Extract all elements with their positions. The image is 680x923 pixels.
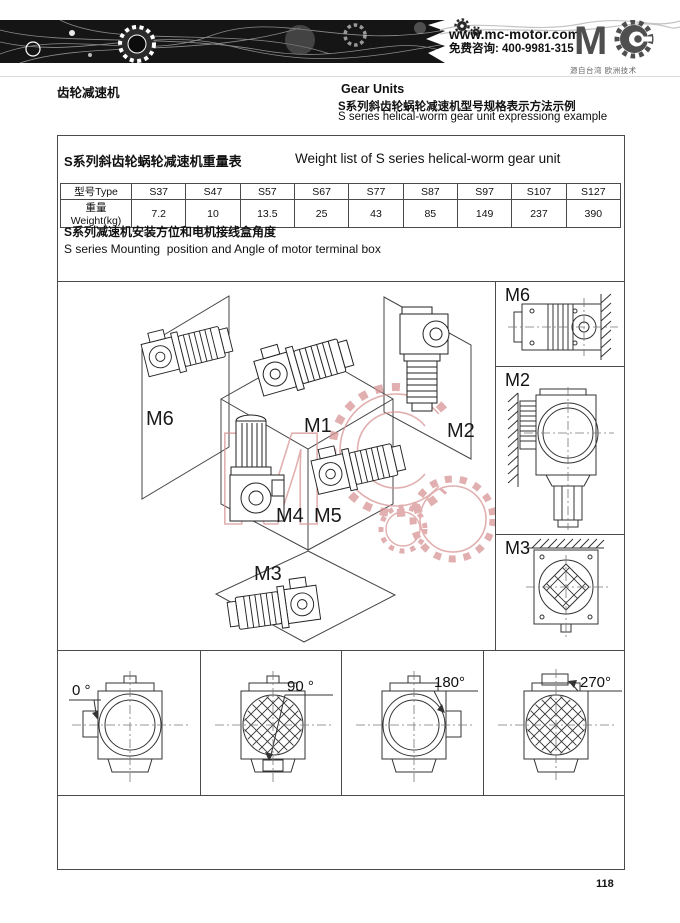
weight-cell: 10 (185, 199, 241, 228)
weight-cell: 25 (293, 199, 350, 228)
angle-label-180: 180° (434, 674, 465, 691)
logo-gear-c-icon (614, 19, 654, 59)
weight-table-title-en: Weight list of S series helical-worm gea… (295, 151, 561, 166)
side-label-m2: M2 (505, 370, 531, 390)
page-subject-en: S series helical-worm gear unit expressi… (338, 111, 608, 123)
angle-270-drawing: 270° (497, 669, 622, 783)
table-row-weights: 重量Weight(kg) 7.2 10 13.5 25 43 85 149 23… (60, 199, 622, 228)
section-divider (58, 281, 624, 282)
side-panel-m3: M3 (496, 535, 624, 649)
website-url: www.mc-motor.com (449, 27, 580, 42)
side-panel-m2: M2 (496, 367, 624, 535)
label-m6: M6 (146, 408, 174, 430)
type-cell: S57 (239, 183, 295, 200)
type-cell: S107 (511, 183, 567, 200)
mini-gear-icon (454, 18, 482, 36)
side-panel-m6: M6 (496, 282, 624, 367)
m2-wall-mount-drawing (507, 387, 614, 530)
mounting-position-diagram: M M6 M1 M2 M4 M5 M3 (138, 295, 495, 643)
banner-gear-icon (118, 25, 156, 63)
angle-cell-0: 0 ° (58, 651, 200, 795)
terminal-box-angle-row: 0 ° (58, 650, 624, 796)
type-cell: S67 (293, 183, 350, 200)
header-divider (0, 76, 680, 77)
contact-block: www.mc-motor.com 免费咨询: 400-9981-315 (449, 27, 580, 57)
label-m3: M3 (254, 563, 282, 585)
mounting-title-cn: S系列减速机安装方位和电机接线盒角度 (64, 225, 277, 239)
m6-wall-mount-drawing (508, 293, 618, 360)
type-cell: S77 (348, 183, 404, 200)
angle-cell-270: 270° (482, 651, 625, 795)
label-m4: M4 (276, 505, 304, 527)
table-row-types: 型号Type S37 S47 S57 S67 S77 S87 S97 S107 … (60, 183, 622, 200)
angle-0-drawing: 0 ° (69, 671, 188, 783)
angle-label-90: 90 ° (287, 678, 314, 695)
side-label-m6: M6 (505, 285, 531, 305)
type-cell: S97 (456, 183, 513, 200)
label-m5: M5 (314, 505, 342, 527)
angle-cell-180: 180° (341, 651, 483, 795)
angle-90-drawing: 90 ° (214, 671, 333, 783)
weight-cell: 149 (456, 199, 513, 228)
gearmotor-m2 (399, 306, 450, 412)
header-wave-lines (440, 18, 680, 36)
header-banner-decoration (0, 20, 445, 63)
section-title-en: Gear Units (341, 82, 405, 96)
weight-cell: 43 (348, 199, 404, 228)
gearmotor-m1 (250, 325, 357, 401)
section-title-cn: 齿轮减速机 (57, 86, 120, 100)
type-cell: S47 (185, 183, 241, 200)
gearmotor-m6 (138, 313, 236, 381)
page-subject-cn: S系列斜齿轮蜗轮减速机型号规格表示方法示例 (338, 101, 576, 113)
content-box: S系列斜齿轮蜗轮减速机重量表 Weight list of S series h… (57, 135, 625, 870)
m3-ceiling-mount-drawing (526, 538, 608, 637)
type-cell: S87 (402, 183, 458, 200)
weight-label-cell: 重量Weight(kg) (60, 199, 132, 228)
angle-label-0: 0 ° (72, 682, 91, 699)
weight-table: 型号Type S37 S47 S57 S67 S77 S87 S97 S107 … (60, 183, 622, 228)
weight-cell: 7.2 (130, 199, 187, 228)
label-m1: M1 (304, 415, 332, 437)
type-cell: S37 (130, 183, 187, 200)
hotline-number: 免费咨询: 400-9981-315 (449, 43, 574, 56)
weight-cell: 237 (511, 199, 567, 228)
angle-label-270: 270° (580, 674, 611, 691)
type-cell: S127 (565, 183, 622, 200)
logo-mark: M (574, 19, 654, 63)
angle-cell-90: 90 ° (199, 651, 342, 795)
angle-180-drawing: 180° (356, 671, 478, 783)
circle-ornament (25, 41, 41, 57)
weight-table-title-cn: S系列斜齿轮蜗轮减速机重量表 (64, 154, 242, 169)
side-view-column: M6 (495, 282, 624, 650)
logo-letter-m: M (574, 20, 607, 60)
mounting-title-en: S series Mounting position and Angle of … (64, 242, 381, 256)
side-label-m3: M3 (505, 538, 531, 558)
brand-logo: M 源自台湾 欧洲技术 (570, 19, 680, 76)
type-label-cell: 型号Type (60, 183, 132, 200)
page-number: 118 (596, 878, 614, 890)
label-m2: M2 (447, 420, 475, 442)
weight-cell: 390 (565, 199, 622, 228)
weight-cell: 13.5 (239, 199, 295, 228)
logo-tagline: 源自台湾 欧洲技术 (570, 66, 637, 75)
weight-cell: 85 (402, 199, 458, 228)
